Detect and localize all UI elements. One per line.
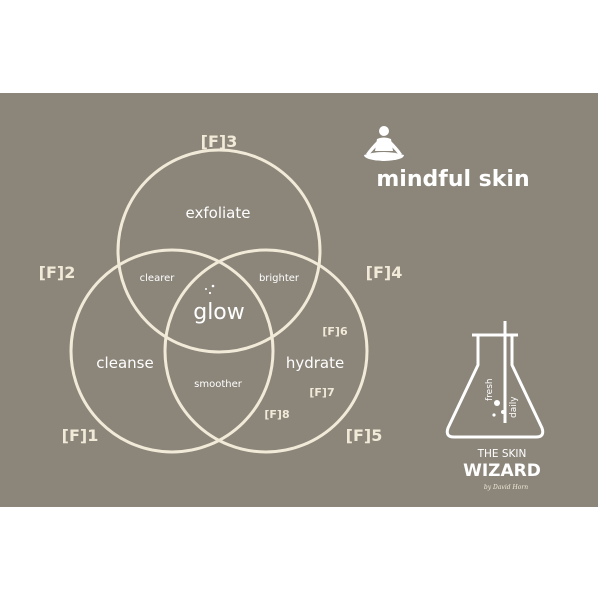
glow-label: glow bbox=[193, 300, 245, 325]
formula-f7: [F]7 bbox=[309, 386, 334, 399]
formula-f8: [F]8 bbox=[264, 408, 289, 421]
cleanse-circle bbox=[69, 248, 275, 454]
flask-text-daily: daily bbox=[509, 396, 519, 418]
brighter-label: brighter bbox=[259, 273, 300, 284]
exfoliate-circle bbox=[116, 148, 322, 354]
exfoliate-label: exfoliate bbox=[186, 204, 251, 222]
cleanse-label: cleanse bbox=[96, 354, 153, 372]
clearer-label: clearer bbox=[140, 273, 176, 284]
flask-text-fresh: fresh bbox=[485, 378, 495, 401]
logo-line1: THE SKIN bbox=[477, 448, 527, 460]
flask-icon bbox=[445, 321, 545, 439]
hydrate-label: hydrate bbox=[286, 354, 344, 372]
formula-f5: [F]5 bbox=[346, 426, 383, 445]
formula-f4: [F]4 bbox=[366, 263, 403, 282]
flask-bubbles bbox=[492, 400, 505, 417]
brand-title: mindful skin bbox=[376, 167, 529, 192]
formula-f6: [F]6 bbox=[322, 325, 348, 338]
smoother-label: smoother bbox=[194, 379, 243, 390]
logo-signature: by David Horn bbox=[484, 484, 528, 491]
venn-card: exfoliate cleanse hydrate clearer bright… bbox=[0, 93, 598, 507]
formula-f2: [F]2 bbox=[39, 263, 76, 282]
formula-f3: [F]3 bbox=[201, 132, 238, 151]
meditating-person-icon bbox=[364, 126, 404, 161]
venn-diagram: exfoliate cleanse hydrate clearer bright… bbox=[39, 126, 545, 491]
formula-f1: [F]1 bbox=[62, 426, 99, 445]
sparkle-icon bbox=[205, 284, 215, 295]
logo-line2: WIZARD bbox=[463, 461, 541, 481]
hydrate-circle bbox=[163, 248, 369, 454]
